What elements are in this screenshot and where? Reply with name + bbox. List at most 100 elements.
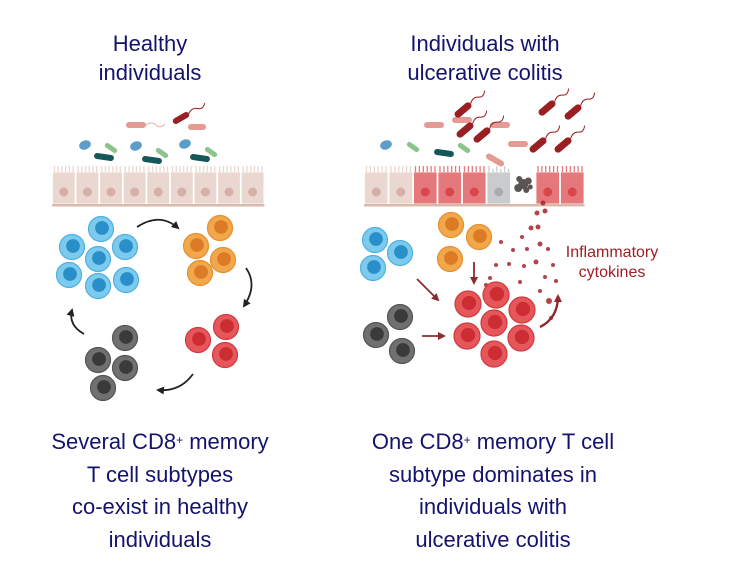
cytokine — [543, 275, 547, 279]
commensal-rod-green — [457, 142, 471, 154]
cell-nucleus — [420, 187, 430, 197]
pathogen-rod — [473, 115, 505, 143]
healthy-t-cell-clusters — [55, 214, 240, 402]
epithelial-cell-normal — [364, 166, 389, 205]
colitis-title: Individuals with ulcerative colitis — [365, 29, 605, 87]
bacterium-body — [452, 117, 472, 123]
arrow-cytokine-release — [539, 294, 562, 329]
commensal-coccus — [380, 140, 392, 150]
bacterium-body — [554, 137, 572, 153]
cell-nucleus — [192, 332, 206, 346]
bacterium-body — [155, 147, 169, 159]
t-cell-blue — [359, 254, 387, 282]
caption-line: ulcerative colitis — [415, 526, 571, 552]
cell-nucleus — [445, 187, 455, 197]
flagellum — [470, 90, 486, 104]
cytokine — [488, 276, 492, 280]
t-cell-grey — [89, 374, 117, 402]
cytokine — [540, 200, 546, 206]
colitis-epithelium — [364, 166, 585, 207]
t-cell-grey — [362, 321, 390, 349]
cell-nucleus — [219, 347, 233, 361]
epithelial-cell-inflamed — [437, 166, 462, 205]
flagellum — [188, 102, 206, 114]
commensal-coccus — [179, 139, 191, 149]
epithelial-cell-normal — [388, 166, 413, 205]
colitis-title-line: Individuals with — [410, 31, 560, 56]
caption-line: individuals — [108, 526, 212, 552]
cell-nucleus — [92, 278, 106, 292]
epithelial-cell-inflamed — [560, 166, 585, 205]
cell-nucleus — [220, 319, 234, 333]
commensal-rod-teal — [190, 154, 210, 162]
bacterium-pink — [508, 141, 528, 147]
bacterium-body — [190, 154, 210, 162]
flagellum — [570, 125, 586, 139]
cytokine — [537, 241, 543, 247]
pathogen-rod — [538, 88, 570, 116]
pathogen-rod — [172, 102, 206, 124]
arrow-orange-to-red — [242, 267, 253, 308]
cell-nucleus — [543, 187, 553, 197]
cell-nucleus — [394, 309, 408, 323]
t-cell-red — [507, 324, 535, 352]
epithelial-cell-inflamed — [462, 166, 487, 205]
caption-line: T cell subtypes — [86, 461, 234, 487]
cell-nucleus — [119, 360, 133, 374]
cytokine — [507, 262, 511, 266]
caption-text: memory — [183, 429, 269, 454]
t-cell-red — [211, 341, 239, 369]
cell-nucleus — [97, 380, 111, 394]
bacterium-body — [454, 102, 472, 118]
cell-nucleus — [106, 187, 116, 197]
commensal-rod-green — [204, 146, 218, 158]
commensal-rod-teal — [142, 156, 162, 164]
bacterium-body — [564, 104, 582, 120]
cytokine — [499, 240, 503, 244]
epithelial-cell-normal — [122, 166, 147, 205]
pathogen-rod — [456, 110, 488, 138]
flagellum — [545, 125, 561, 139]
bacterium-body — [406, 141, 420, 153]
epithelial-cell-normal — [146, 166, 170, 205]
cytokine — [554, 279, 558, 283]
basement-membrane — [52, 204, 265, 207]
arrow-grey-to-blue — [66, 308, 85, 335]
epithelial-cell-normal — [52, 166, 76, 205]
cell-nucleus — [461, 295, 477, 311]
cell-nucleus — [494, 187, 504, 197]
cytokine — [528, 225, 534, 231]
colitis-convergence-arrows — [416, 262, 562, 340]
cell-debris — [524, 177, 532, 185]
epithelial-cell-normal — [217, 166, 241, 205]
cytokines-label: Inflammatory cytokines — [542, 243, 682, 283]
healthy-title-line: individuals — [98, 60, 202, 85]
bacterium-pink — [485, 153, 505, 167]
t-cell-grey — [386, 303, 414, 331]
cell-nucleus — [473, 229, 487, 243]
cell-nucleus — [445, 217, 459, 231]
cell-nucleus — [153, 187, 163, 197]
bacterium-pink — [490, 122, 510, 128]
cell-nucleus — [177, 187, 187, 197]
commensal-rod-teal — [434, 149, 454, 157]
t-cell-red — [482, 281, 510, 309]
t-cell-red — [480, 309, 508, 337]
bacterium-body — [485, 153, 505, 167]
t-cell-blue — [58, 233, 86, 261]
cell-nucleus — [444, 251, 458, 265]
cell-nucleus — [394, 245, 408, 259]
cell-nucleus — [487, 314, 503, 330]
cell-nucleus — [200, 187, 210, 197]
cell-nucleus — [367, 260, 381, 274]
cell-nucleus — [460, 327, 476, 343]
bacterium-body — [456, 122, 474, 138]
cell-nucleus — [92, 251, 106, 265]
cell-nucleus — [190, 238, 204, 252]
pathogen-rod — [529, 125, 561, 153]
cytokine — [535, 224, 541, 230]
t-cell-orange — [206, 214, 234, 242]
cytokine — [546, 247, 550, 251]
colitis-caption: One CD8+ memory T cell subtype dominates… — [343, 426, 643, 556]
colitis-title-line: ulcerative colitis — [407, 60, 563, 85]
